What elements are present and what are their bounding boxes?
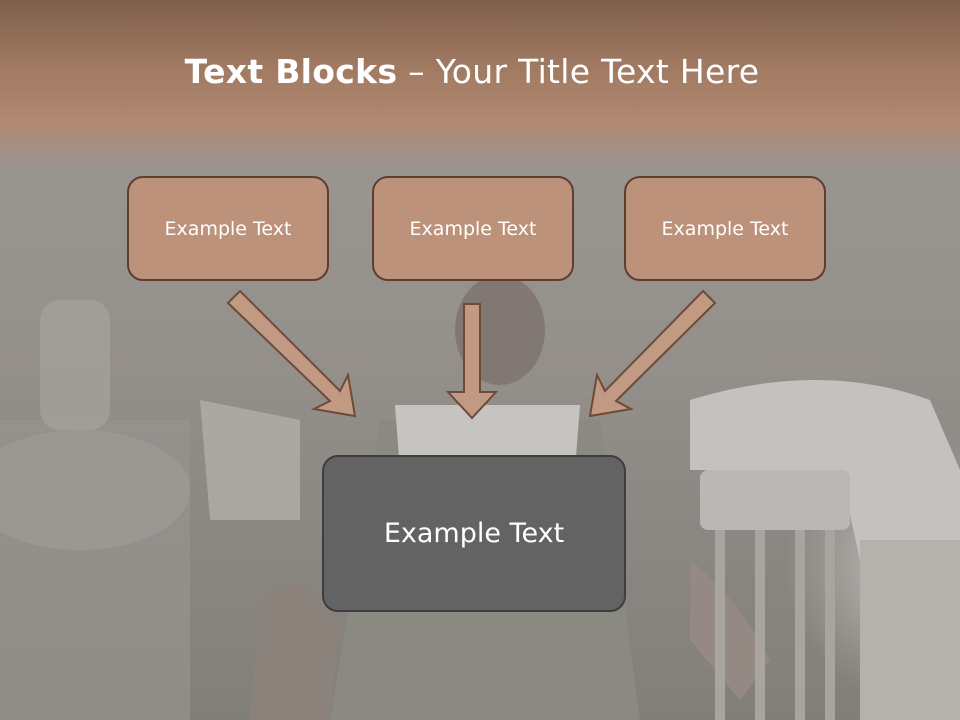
arrow-center (445, 303, 499, 420)
text-block-top-left-label: Example Text (164, 217, 292, 240)
arrow-right (588, 289, 717, 418)
text-block-bottom[interactable]: Example Text (322, 455, 626, 612)
arrow-left (226, 289, 357, 418)
text-block-top-left[interactable]: Example Text (127, 176, 329, 281)
text-block-top-right[interactable]: Example Text (624, 176, 826, 281)
title-bold: Text Blocks (184, 52, 398, 91)
slide-title: Text Blocks – Your Title Text Here (0, 52, 944, 91)
header-band (0, 0, 960, 170)
text-block-top-right-label: Example Text (661, 217, 789, 240)
text-block-top-center-label: Example Text (409, 217, 537, 240)
title-dash: – (397, 52, 436, 91)
title-rest: Your Title Text Here (435, 52, 760, 91)
text-block-bottom-label: Example Text (383, 518, 565, 549)
text-block-top-center[interactable]: Example Text (372, 176, 574, 281)
